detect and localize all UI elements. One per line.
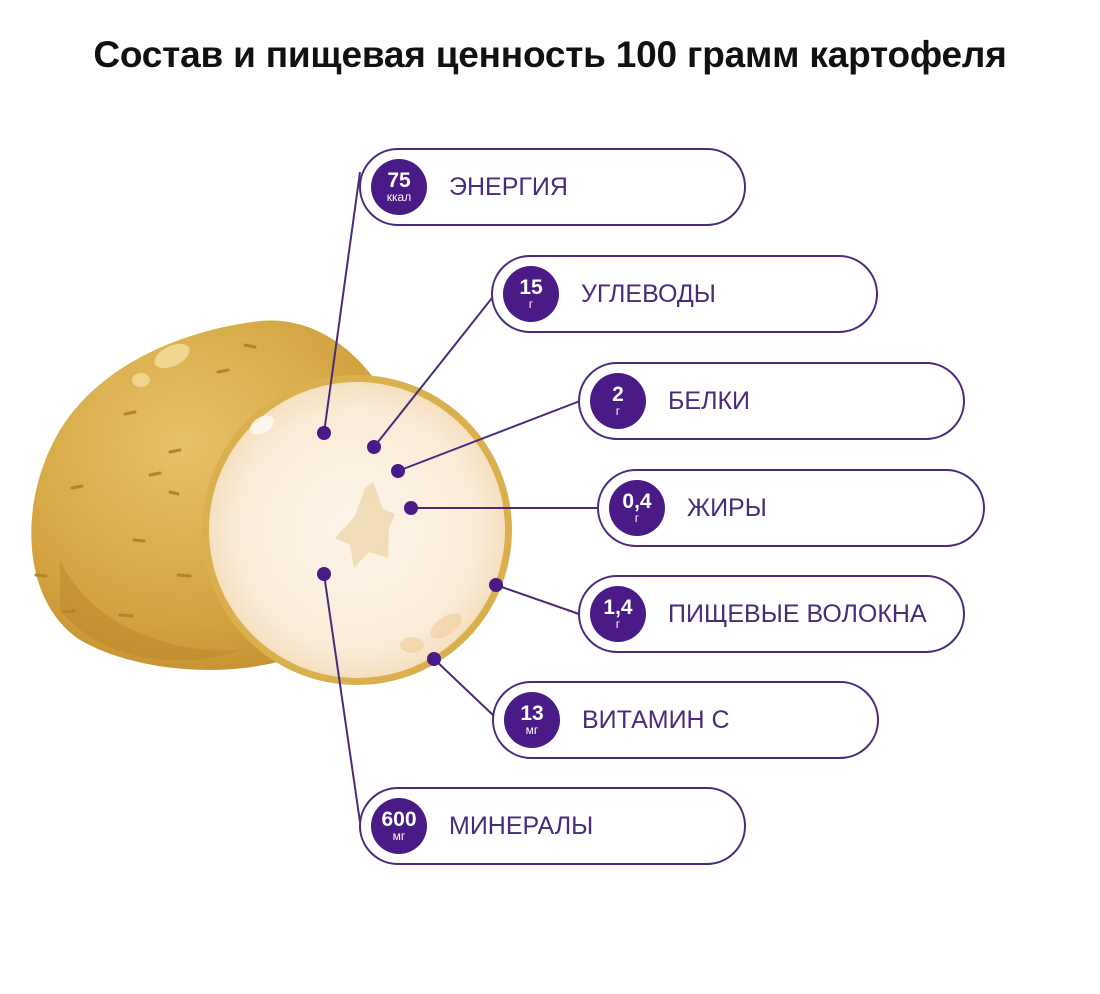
nutrient-value: 600 bbox=[381, 808, 417, 831]
connector-fiber bbox=[495, 584, 580, 615]
nutrient-label: УГЛЕВОДЫ bbox=[581, 280, 716, 308]
nutrient-value: 2 bbox=[612, 383, 624, 406]
connector-dots bbox=[317, 426, 503, 666]
dot-minerals bbox=[317, 567, 331, 581]
nutrient-unit: г bbox=[634, 511, 640, 525]
dot-fat bbox=[404, 501, 418, 515]
page-title: Состав и пищевая ценность 100 грамм карт… bbox=[93, 34, 1007, 75]
nutrient-pill-vitamin-c: 13 мг ВИТАМИН С bbox=[492, 681, 879, 759]
nutrient-label: МИНЕРАЛЫ bbox=[449, 812, 594, 840]
value-badge: 75 ккал bbox=[371, 159, 427, 215]
nutrient-pill-fiber: 1,4 г ПИЩЕВЫЕ ВОЛОКНА bbox=[578, 575, 965, 653]
nutrient-unit: г bbox=[615, 617, 621, 631]
nutrient-label: ЖИРЫ bbox=[687, 494, 767, 522]
dot-carbs bbox=[367, 440, 381, 454]
nutrient-value: 0,4 bbox=[622, 490, 652, 513]
connector-lines bbox=[323, 171, 599, 823]
connector-energy bbox=[323, 171, 361, 434]
nutrient-unit: ккал bbox=[386, 190, 412, 204]
value-badge: 13 мг bbox=[504, 692, 560, 748]
nutrient-label: ПИЩЕВЫЕ ВОЛОКНА bbox=[668, 600, 927, 628]
dot-fiber bbox=[489, 578, 503, 592]
nutrient-unit: мг bbox=[392, 829, 406, 843]
nutrient-pill-protein: 2 г БЕЛКИ bbox=[578, 362, 965, 440]
dot-protein bbox=[391, 464, 405, 478]
dot-vitamin-c bbox=[427, 652, 441, 666]
nutrient-unit: мг bbox=[525, 723, 539, 737]
nutrient-value: 75 bbox=[387, 169, 411, 192]
nutrient-value: 15 bbox=[519, 276, 543, 299]
nutrient-value: 13 bbox=[520, 702, 544, 725]
nutrient-pill-carbs: 15 г УГЛЕВОДЫ bbox=[491, 255, 878, 333]
value-badge: 600 мг bbox=[371, 798, 427, 854]
dot-energy bbox=[317, 426, 331, 440]
connector-vitamin-c bbox=[433, 658, 495, 717]
nutrient-label: ВИТАМИН С bbox=[582, 706, 730, 734]
nutrient-pill-minerals: 600 мг МИНЕРАЛЫ bbox=[359, 787, 746, 865]
nutrient-pill-fat: 0,4 г ЖИРЫ bbox=[597, 469, 985, 547]
nutrient-unit: г bbox=[528, 297, 534, 311]
connector-carbs bbox=[373, 297, 493, 448]
nutrient-label: ЭНЕРГИЯ bbox=[449, 173, 568, 201]
potato-slice-icon bbox=[202, 375, 512, 685]
nutrient-value: 1,4 bbox=[603, 596, 633, 619]
nutrient-pill-energy: 75 ккал ЭНЕРГИЯ bbox=[359, 148, 746, 226]
value-badge: 1,4 г bbox=[590, 586, 646, 642]
nutrient-label: БЕЛКИ bbox=[668, 387, 751, 415]
value-badge: 2 г bbox=[590, 373, 646, 429]
nutrient-unit: г bbox=[615, 404, 621, 418]
value-badge: 15 г bbox=[503, 266, 559, 322]
connector-protein bbox=[397, 400, 581, 472]
value-badge: 0,4 г bbox=[609, 480, 665, 536]
connector-minerals bbox=[323, 573, 361, 823]
